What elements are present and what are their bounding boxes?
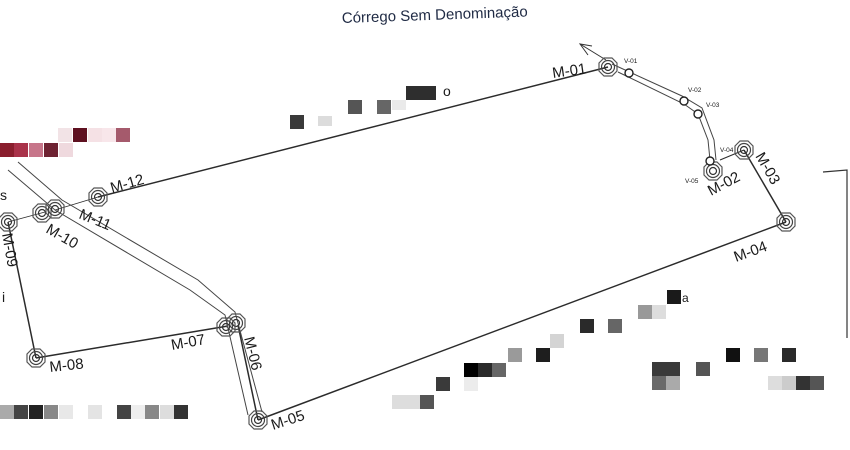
- partial-label-a: a: [682, 291, 689, 305]
- stream-label: Córrego Sem Denominação: [342, 4, 528, 27]
- marker-label-m-05: M-05: [269, 407, 307, 434]
- road-lines: [7, 161, 263, 416]
- marker-m-06[interactable]: [226, 313, 246, 333]
- marker-label-m-11: M-11: [77, 206, 114, 234]
- marker-label-m-01: M-01: [551, 60, 587, 82]
- partial-label-s: s: [0, 187, 7, 203]
- vertex-label-v-03: V-03: [706, 102, 720, 109]
- marker-m-11[interactable]: [45, 199, 65, 219]
- marker-label-m-12: M-12: [108, 171, 146, 197]
- marker-label-m-08: M-08: [49, 355, 85, 375]
- partial-label-i: i: [2, 289, 5, 305]
- vertex-v-01[interactable]: [624, 68, 634, 78]
- marker-label-m-10: M-10: [43, 221, 81, 253]
- partial-label-o: o: [443, 83, 451, 99]
- vertex-label-v-01: V-01: [624, 58, 638, 65]
- vertex-label-v-04: V-04: [720, 147, 734, 154]
- vertex-v-03[interactable]: [693, 109, 703, 119]
- boundary-lines: [7, 66, 787, 421]
- marker-label-m-07: M-07: [170, 331, 207, 354]
- marker-label-m-04: M-04: [732, 238, 770, 266]
- marker-label-m-09: M-09: [0, 232, 21, 269]
- vertex-v-02[interactable]: [679, 96, 689, 106]
- vertex-label-v-05: V-05: [685, 178, 699, 185]
- vertex-v-04[interactable]: [705, 156, 715, 166]
- adjacent-boundary: [822, 169, 848, 338]
- marker-label-m-06: M-06: [240, 335, 265, 372]
- stream-arrow-icon: [578, 43, 607, 61]
- vertex-label-v-02: V-02: [688, 87, 702, 94]
- marker-label-m-03: M-03: [752, 150, 784, 188]
